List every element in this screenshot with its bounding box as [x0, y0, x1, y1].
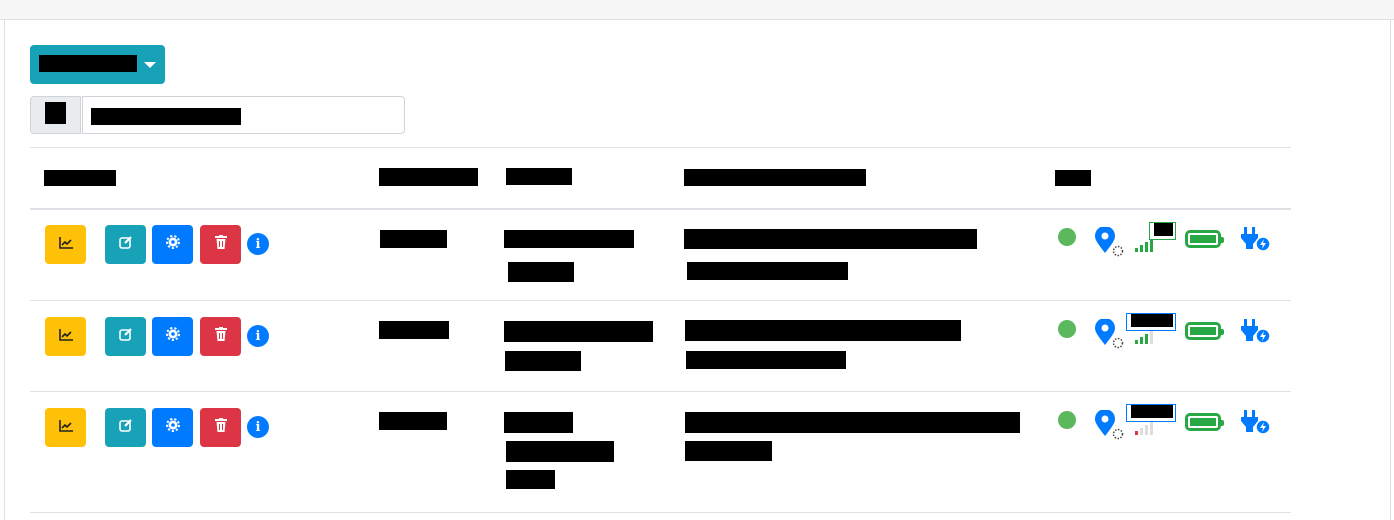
row-divider [30, 300, 1291, 301]
status-dot [1058, 320, 1076, 338]
chart-button[interactable] [45, 225, 86, 264]
gear-icon [165, 235, 180, 254]
battery-icon [1185, 322, 1224, 340]
column-header-status[interactable] [1055, 170, 1091, 186]
gear-icon [165, 327, 180, 346]
location-pending-icon [1095, 227, 1124, 257]
redacted-cell [686, 351, 846, 369]
redacted-cell [504, 321, 653, 342]
redacted-cell [504, 230, 634, 248]
redacted-cell [687, 262, 848, 280]
redacted-signal-label [1131, 314, 1173, 327]
chart-line-icon [58, 419, 73, 437]
redacted-cell [684, 229, 977, 249]
delete-button[interactable] [200, 408, 241, 447]
redacted-signal-label [1154, 223, 1173, 236]
delete-button[interactable] [200, 317, 241, 356]
settings-button[interactable] [152, 317, 193, 356]
trash-icon [214, 418, 227, 437]
info-icon[interactable]: i [247, 416, 269, 438]
redacted-cell [685, 441, 772, 461]
info-icon[interactable]: i [247, 233, 269, 255]
redacted-cell [685, 412, 1020, 433]
signal-strength-icon [1135, 236, 1153, 252]
caret-down-icon [144, 62, 156, 68]
redacted-cell [505, 351, 581, 371]
chart-line-icon [58, 236, 73, 254]
delete-button[interactable] [200, 225, 241, 264]
divider [30, 147, 1291, 148]
edit-icon [118, 327, 133, 346]
redacted-cell [685, 320, 961, 341]
redacted-cell [506, 441, 614, 462]
trash-icon [214, 327, 227, 346]
settings-button[interactable] [152, 408, 193, 447]
redacted-cell [506, 470, 555, 489]
info-icon[interactable]: i [247, 325, 269, 347]
row-divider [30, 391, 1291, 392]
plug-charging-icon [1241, 319, 1271, 344]
status-dot [1058, 411, 1076, 429]
redacted-search-value [91, 108, 241, 125]
card [4, 20, 1391, 520]
settings-button[interactable] [152, 225, 193, 264]
search-icon [45, 102, 66, 124]
edit-icon [118, 235, 133, 254]
signal-strength-icon [1135, 419, 1153, 435]
chart-line-icon [58, 328, 73, 346]
chart-button[interactable] [45, 408, 86, 447]
edit-button[interactable] [105, 317, 146, 356]
top-bar [0, 0, 1394, 20]
plug-charging-icon [1241, 227, 1271, 252]
trash-icon [214, 235, 227, 254]
column-header-actions[interactable] [44, 170, 116, 186]
column-header-4[interactable] [684, 169, 866, 186]
header-divider [30, 208, 1291, 210]
row-divider [30, 512, 1291, 513]
redacted-cell [504, 412, 573, 433]
edit-button[interactable] [105, 408, 146, 447]
column-header-2[interactable] [379, 168, 478, 186]
redacted-cell [379, 412, 447, 430]
status-dot [1058, 228, 1076, 246]
battery-icon [1185, 413, 1224, 431]
edit-icon [118, 418, 133, 437]
battery-icon [1185, 230, 1224, 248]
redacted-cell [379, 321, 449, 339]
redacted-signal-label [1131, 405, 1173, 418]
location-pending-icon [1095, 410, 1124, 440]
redacted-cell [508, 262, 574, 282]
gear-icon [165, 418, 180, 437]
search-input[interactable] [82, 96, 405, 134]
redacted-cell [380, 230, 447, 248]
plug-charging-icon [1241, 410, 1271, 435]
location-pending-icon [1095, 319, 1124, 349]
signal-strength-icon [1135, 328, 1153, 344]
edit-button[interactable] [105, 225, 146, 264]
column-header-3[interactable] [506, 168, 572, 185]
redacted-dropdown-label [39, 55, 137, 72]
chart-button[interactable] [45, 317, 86, 356]
